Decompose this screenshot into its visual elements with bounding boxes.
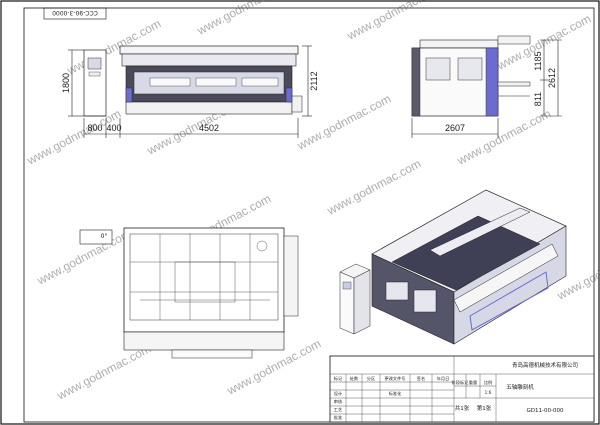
row-label-2: 工艺	[334, 407, 342, 412]
title-sheet-total: 共1张	[455, 404, 470, 412]
hdr-cell-1: 处数	[350, 375, 359, 382]
row-label-0: 设计	[334, 390, 342, 397]
std-label: 标准化	[389, 390, 402, 397]
hdr-cell-4: 签名	[417, 375, 425, 382]
cabinet-panel	[88, 71, 101, 77]
title-scale: 1:6	[485, 390, 492, 395]
front-view: 1800 2112 800 400 4502	[61, 45, 319, 138]
machine-base	[125, 101, 293, 115]
hdr-cell-2: 分区	[367, 375, 375, 382]
iso-cabinet	[339, 271, 355, 335]
title-sheet-index: 第1张	[477, 404, 492, 412]
title-company: 青岛高德机械技术有限公司	[512, 361, 578, 369]
row-label-1: 审核	[334, 398, 343, 405]
drawing-frame	[23, 7, 595, 423]
dim-side-lower: 811	[533, 92, 543, 106]
hdr-cell-5: 年月日	[437, 375, 450, 382]
iso-gantry	[429, 207, 531, 257]
small-cell-2: 比例	[484, 379, 492, 386]
top-frame	[123, 227, 285, 333]
side-table	[497, 81, 531, 87]
top-front-table	[123, 331, 285, 351]
top-cabinet	[79, 229, 113, 245]
dim-machine-height: 2112	[309, 71, 319, 90]
iso-workbed	[391, 215, 541, 291]
hdr-cell-3: 更改文件号	[385, 375, 406, 382]
cabinet-screen	[87, 57, 102, 70]
title-product: 五轴雕刻机	[506, 383, 534, 391]
dim-side-total: 2612	[547, 68, 557, 88]
row-label-3: 批准	[334, 414, 342, 421]
dim-cabinet-width: 800	[87, 123, 102, 133]
drawing-number-rotated: CCC-90-3-0000	[52, 9, 98, 16]
side-platform	[291, 95, 303, 113]
iso-accent	[469, 271, 549, 331]
hdr-cell-0: 标记	[334, 375, 343, 382]
dim-side-width: 2607	[445, 123, 465, 133]
title-block: 青岛高德机械技术有限公司 五轴雕刻机 GD11-00-000 共1张 第1张 1…	[329, 355, 595, 423]
side-view: 2607 1185 2612 811	[411, 35, 562, 138]
accent-panel	[285, 87, 293, 103]
dim-gap: 400	[106, 123, 121, 133]
dim-machine-width: 4502	[199, 123, 219, 133]
small-cell-0: 阶段标记	[452, 379, 470, 386]
top-side-rail	[283, 235, 299, 317]
top-detail-label: 0°	[101, 233, 108, 240]
top-view: 0°	[79, 227, 299, 359]
rotated-drawing-number-box: CCC-90-3-0000	[43, 7, 107, 20]
side-hood	[497, 35, 531, 45]
isometric-view	[339, 189, 567, 345]
gantry-top	[119, 45, 299, 55]
side-body	[411, 47, 499, 117]
gantry-beam	[121, 53, 297, 67]
dim-side-upper: 1185	[533, 51, 543, 70]
dim-cabinet-height: 1800	[61, 73, 71, 93]
title-drawing-code: GD11-00-000	[527, 408, 564, 414]
accent-panel-left	[125, 87, 133, 103]
side-accent	[485, 47, 499, 117]
small-cell-1: 重量	[469, 379, 477, 386]
